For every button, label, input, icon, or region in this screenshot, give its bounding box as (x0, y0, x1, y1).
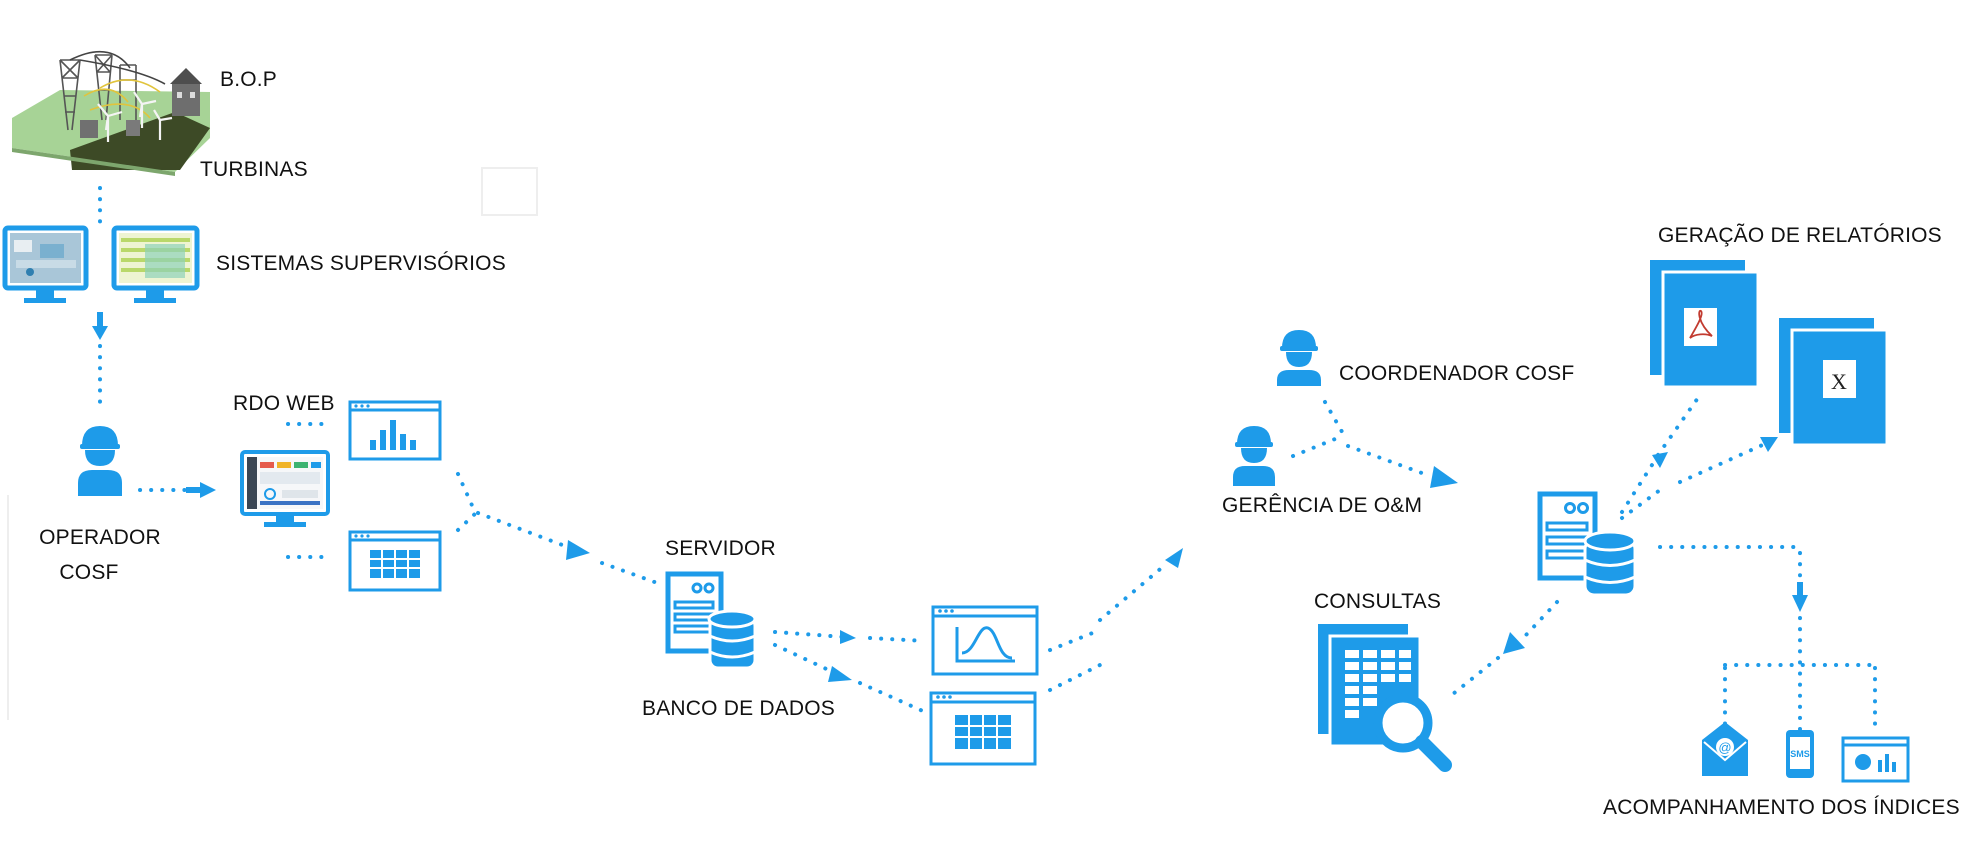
connector-db-consultas-a (1524, 600, 1559, 637)
server-database-icon (665, 571, 757, 670)
connector-table2-window (858, 681, 927, 714)
connectors (98, 186, 1877, 732)
connector-coord-db (1346, 444, 1432, 478)
arrow-to-server (566, 540, 590, 560)
arrow-to-table2-window (828, 666, 852, 682)
empty-placeholder (481, 167, 538, 216)
label-servidor: SERVIDOR (665, 537, 776, 560)
search-icon (1373, 693, 1433, 753)
label-bop: B.O.P (220, 68, 278, 91)
connector-gerencia-coord (1291, 435, 1342, 458)
label-coordenador: COORDENADOR COSF (1339, 362, 1575, 385)
pdf-document-icon (1650, 260, 1760, 389)
line-chart-window-icon (931, 605, 1039, 676)
gerencia-person-icon (1233, 426, 1275, 486)
connector-server-linechart (773, 630, 847, 639)
table-window-icon (348, 530, 442, 592)
connector-db-xls-b (1678, 436, 1780, 484)
arrowheads (92, 312, 1808, 682)
connector-chart-server (456, 472, 477, 514)
arrow-to-xls (1760, 437, 1778, 452)
arrow-to-db (1430, 466, 1458, 488)
consultas-document-search-icon (1318, 624, 1452, 772)
connector-linechart-gerencia (1048, 628, 1102, 652)
label-acompanhamento: ACOMPANHAMENTO DOS ÍNDICES (1603, 796, 1960, 819)
rdo-web-monitor (240, 450, 330, 527)
label-operador-line1: OPERADOR (39, 526, 161, 549)
field-patch (70, 112, 210, 170)
connector-to-gerencia (1098, 563, 1167, 622)
connector-table2-gerencia (1048, 663, 1102, 692)
label-operador: OPERADOR COSF (30, 526, 170, 585)
table-window-2-icon (929, 691, 1037, 766)
label-consultas: CONSULTAS (1314, 590, 1442, 613)
coordenador-person-icon (1277, 330, 1321, 386)
label-turbinas: TURBINAS (200, 158, 308, 181)
bar-chart-window-icon (348, 400, 442, 461)
label-geracao-relatorios: GERAÇÃO DE RELATÓRIOS (1658, 224, 1942, 247)
xls-symbol: X (1831, 369, 1847, 394)
label-banco-de-dados: BANCO DE DADOS (642, 697, 835, 720)
arrow-to-gerencia (1165, 548, 1183, 568)
connector-db-xls (1620, 488, 1662, 520)
connector-linechart-window (868, 636, 927, 643)
connector-db-pdf-b (1656, 393, 1702, 457)
monitor-scada-2 (111, 225, 200, 303)
operator-person-icon (78, 426, 122, 496)
connector-db-consultas-b (1446, 656, 1500, 700)
connector-coord-down (1323, 400, 1347, 439)
label-rdo-web: RDO WEB (233, 392, 335, 415)
sms-phone-icon: SMS (1786, 730, 1814, 778)
substation-illustration (12, 50, 210, 176)
email-icon: @ (1702, 722, 1748, 776)
dashboard-icon (1841, 736, 1910, 783)
excel-document-icon: X (1779, 318, 1889, 447)
sms-text: SMS (1790, 749, 1810, 759)
label-operador-line2: COSF (59, 561, 119, 584)
label-sistemas-supervisorios: SISTEMAS SUPERVISÓRIOS (216, 252, 506, 275)
arrow-right-rdo (200, 482, 216, 498)
connector-merge-server (476, 511, 567, 548)
connector-server-table2 (773, 643, 837, 675)
server-database-right-icon (1537, 491, 1637, 597)
arrow-down-acomp (1792, 595, 1808, 612)
connector-table-server (456, 510, 479, 532)
arrow-to-linechart-window (840, 630, 856, 644)
arrow-to-consultas (1503, 632, 1525, 654)
email-at-symbol: @ (1718, 740, 1731, 755)
connector-db-pdf (1620, 463, 1654, 514)
label-gerencia: GERÊNCIA DE O&M (1222, 494, 1423, 517)
connector-merge-server-b (600, 561, 662, 586)
arrow-to-pdf (1652, 452, 1668, 468)
arrow-down-operator (92, 326, 108, 340)
monitor-scada-1 (2, 225, 89, 303)
